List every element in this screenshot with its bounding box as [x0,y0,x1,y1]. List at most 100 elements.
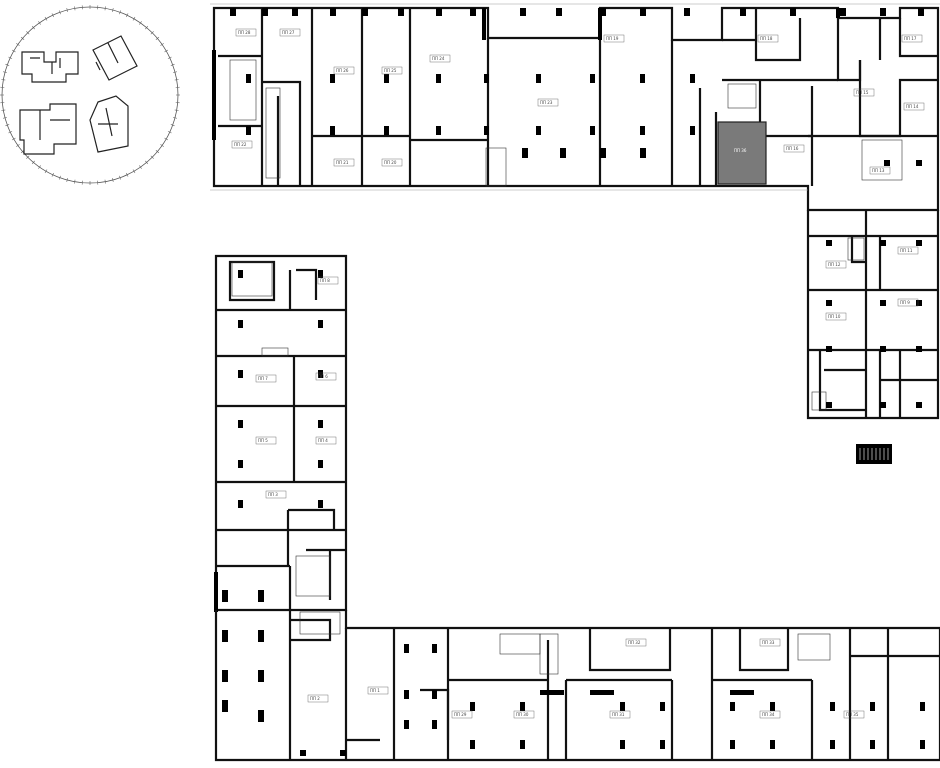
key-map-tick [119,10,122,15]
unit-label-u9[interactable]: ПП 20 [384,160,397,165]
column [790,8,796,16]
column [620,702,625,711]
unit-label-u28[interactable]: ПП 1 [370,688,380,693]
key-map-tick [155,36,160,40]
top-wing: ПП 36 [210,3,940,212]
column [520,702,525,711]
unit-label-u8[interactable]: ПП 21 [336,160,349,165]
unit-label-u24[interactable]: ПП 5 [258,438,268,443]
unit-label-u34[interactable]: ПП 34 [762,712,775,717]
column [238,270,243,278]
unit-label-box [513,710,535,719]
unit-label-u19[interactable]: ПП 10 [828,314,841,319]
unit-label-u31[interactable]: ПП 31 [612,712,625,717]
column [600,148,606,158]
unit-label-u11[interactable]: ПП 18 [760,36,773,41]
unit-label-u10[interactable]: ПП 19 [606,36,619,41]
key-map-tick [1,109,6,111]
unit-label-box [825,312,847,321]
column [436,126,441,135]
unit-label-box [783,144,805,153]
unit-label-u22[interactable]: ПП 7 [258,376,268,381]
selected-unit[interactable] [717,121,767,185]
key-map-tick [8,56,13,59]
unit-label-u1[interactable]: ПП 28 [238,30,251,35]
key-map-tick [126,172,129,177]
column [432,690,437,699]
column [660,740,665,749]
column [920,740,925,749]
column [222,670,228,682]
column [880,240,886,246]
unit-label-box [757,34,779,43]
column [246,126,251,135]
key-map-tick [167,131,172,134]
column [620,740,625,749]
column [222,630,228,642]
unit-label-u30[interactable]: ПП 30 [516,712,529,717]
column [258,630,264,642]
column [660,702,665,711]
key-map-tick [51,13,54,18]
key-map-tick [119,175,122,180]
key-map-tick [167,56,172,59]
unit-label-u26[interactable]: ПП 3 [268,492,278,497]
selected-unit-label: ПП 36 [734,148,747,153]
unit-label-u20[interactable]: ПП 9 [900,300,910,305]
column [238,420,243,428]
unit-label-box [333,158,355,167]
column [362,8,368,16]
column [318,320,323,328]
column [916,160,922,166]
unit-label-u4[interactable]: ПП 25 [384,68,397,73]
unit-label-u35[interactable]: ПП 35 [846,712,859,717]
unit-label-u16[interactable]: ПП 13 [872,168,885,173]
key-map-tick [26,31,30,35]
column [484,74,489,83]
key-map-tick [104,6,106,11]
column [436,74,441,83]
column [318,370,323,378]
unit-label-u13[interactable]: ПП 16 [786,146,799,151]
unit-label-u33[interactable]: ПП 33 [762,640,775,645]
unit-label-u15[interactable]: ПП 14 [906,104,919,109]
unit-label-u29[interactable]: ПП 29 [454,712,467,717]
unit-label-u32[interactable]: ПП 32 [628,640,641,645]
column [916,240,922,246]
column [258,670,264,682]
unit-label-u12[interactable]: ПП 17 [904,36,917,41]
legend-swatch [856,444,892,464]
unit-label-box [897,298,919,307]
column [730,702,735,711]
unit-label-u23[interactable]: ПП 6 [318,374,328,379]
unit-label-u25[interactable]: ПП 4 [318,438,328,443]
unit-label-u2[interactable]: ПП 27 [282,30,295,35]
column [436,8,442,16]
column [318,420,323,428]
unit-label-u3[interactable]: ПП 26 [336,68,349,73]
unit-label-u17[interactable]: ПП 12 [828,262,841,267]
column [590,690,614,695]
column [826,402,832,408]
column [640,148,646,158]
unit-label-box [255,374,277,383]
unit-label-u18[interactable]: ПП 11 [900,248,913,253]
column [916,346,922,352]
unit-label-u21[interactable]: ПП 8 [320,278,330,283]
column [684,8,690,16]
unit-label-u14[interactable]: ПП 15 [856,90,869,95]
unit-label-box [451,710,473,719]
unit-label-u6[interactable]: ПП 23 [540,100,553,105]
key-map-tick [132,169,136,174]
unit-label-u5[interactable]: ПП 24 [432,56,445,61]
column [470,702,475,711]
key-map-tick [31,25,35,30]
column [432,644,437,653]
unit-label-u7[interactable]: ПП 22 [234,142,247,147]
legend-swatch-hatch [859,448,889,460]
unit-label-box [603,34,625,43]
column [292,8,298,16]
column [536,126,541,135]
unit-label-box [853,88,875,97]
unit-label-u27[interactable]: ПП 2 [310,696,320,701]
